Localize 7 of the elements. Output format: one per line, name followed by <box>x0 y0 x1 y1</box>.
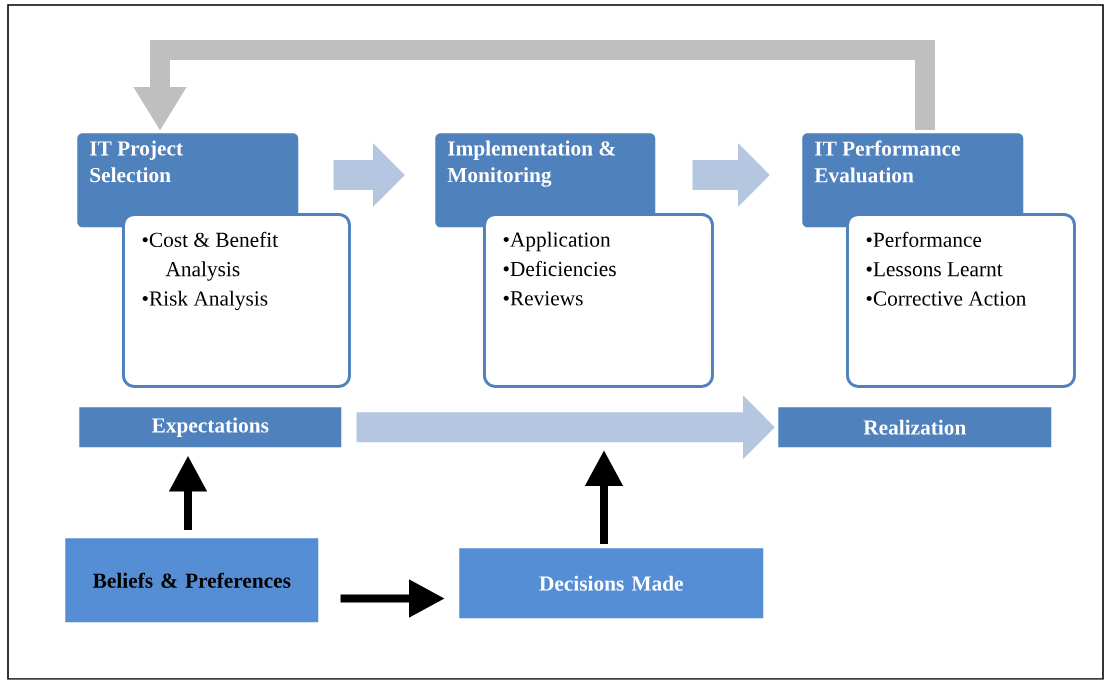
stage-label-bar: Realization <box>778 407 1052 448</box>
bullet-list-box: •Cost & Benefit Analysis •Risk Analysis <box>122 213 351 388</box>
factor-box: Beliefs & Preferences <box>65 538 319 623</box>
bullet-list-box: •Application •Deficiencies •Reviews <box>483 213 714 388</box>
stage-label-bar: Expectations <box>79 407 342 448</box>
bullet-list-box: •Performance •Lessons Learnt •Corrective Action <box>846 213 1076 388</box>
factor-box: Decisions Made <box>459 548 764 619</box>
